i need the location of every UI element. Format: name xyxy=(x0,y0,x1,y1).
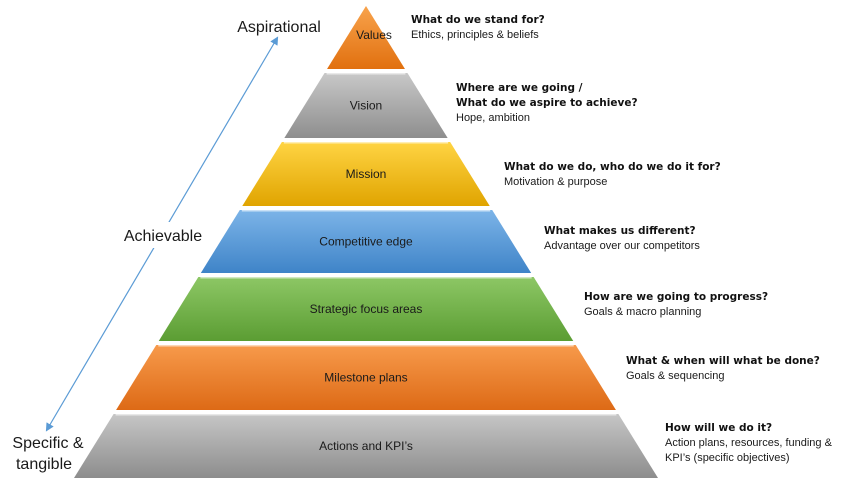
layer-detail: Ethics, principles & beliefs xyxy=(411,29,539,41)
layer-question: Where are we going / xyxy=(456,82,583,94)
axis-label-achievable: Achievable xyxy=(124,228,202,245)
layer-detail: Goals & sequencing xyxy=(626,370,724,382)
layer-question: What do we do, who do we do it for? xyxy=(504,161,721,173)
layer-label-values: Values xyxy=(356,28,392,42)
layer-question: What do we aspire to achieve? xyxy=(456,97,638,109)
pyramid-layer-competitive-edge xyxy=(200,210,532,273)
layer-detail: Advantage over our competitors xyxy=(544,240,700,252)
layer-question: What makes us different? xyxy=(544,225,696,237)
pyramid-layer-vision xyxy=(284,73,448,138)
pyramid-layer-values xyxy=(327,6,405,69)
layer-label-actions-and-kpi-s: Actions and KPI’s xyxy=(319,439,413,453)
axis-label-aspirational: Aspirational xyxy=(237,19,321,36)
axis-label-tangible: tangible xyxy=(16,456,72,473)
layer-label-strategic-focus-areas: Strategic focus areas xyxy=(310,302,423,316)
layer-detail: KPI’s (specific objectives) xyxy=(665,452,790,464)
layer-question: How will we do it? xyxy=(665,422,772,434)
layer-detail: Hope, ambition xyxy=(456,112,530,124)
layer-label-mission: Mission xyxy=(346,167,387,181)
layer-label-vision: Vision xyxy=(350,99,382,113)
layer-question: How are we going to progress? xyxy=(584,291,768,303)
axis-label-specific: Specific & xyxy=(12,435,83,452)
scale-axis: Aspirational Achievable Specific & tangi… xyxy=(12,19,320,473)
axis-label-bg xyxy=(116,222,208,248)
layer-question: What do we stand for? xyxy=(411,14,545,26)
layer-detail: Goals & macro planning xyxy=(584,306,701,318)
layer-label-competitive-edge: Competitive edge xyxy=(319,235,413,249)
layer-detail: Action plans, resources, funding & xyxy=(665,437,833,449)
pyramid-layer-mission xyxy=(242,142,490,206)
layer-annotations: What do we stand for? Ethics, principles … xyxy=(411,14,833,464)
layer-detail: Motivation & purpose xyxy=(504,176,607,188)
layer-label-milestone-plans: Milestone plans xyxy=(324,371,407,385)
layer-question: What & when will what be done? xyxy=(626,355,820,367)
